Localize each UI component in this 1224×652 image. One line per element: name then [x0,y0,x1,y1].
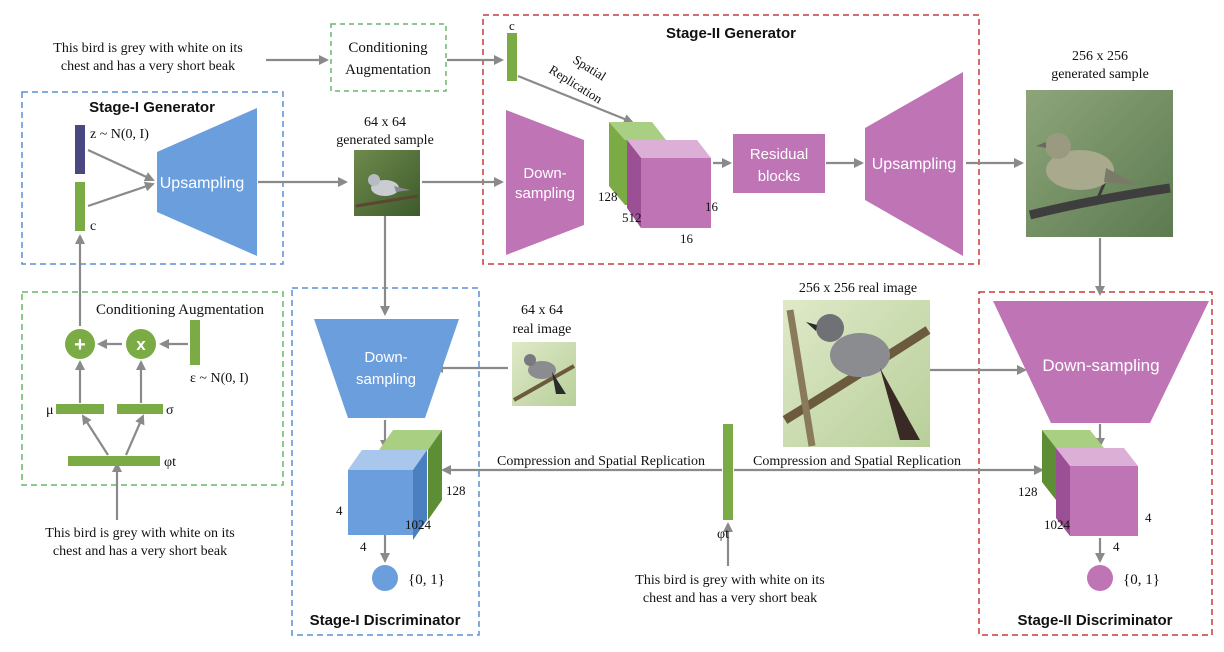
z-label: z ~ N(0, I) [90,127,149,142]
c2-vector-bar [507,33,517,81]
stage2-gen-downsampling-block [506,110,584,255]
plus-node [65,329,95,359]
stage2-disc-feature-cube [1042,430,1138,536]
caption-left-line2: chest and has a very short beak [53,544,227,559]
stage2-disc-downsampling-block [993,301,1209,423]
stage2-gen-downsampling-line1: Down- [523,165,566,182]
stage1-disc-downsampling-block [314,319,459,418]
caption-left-line1: This bird is grey with white on its [45,526,234,541]
gen256-caption-line1: 256 x 256 [1072,49,1128,64]
plus-symbol: + [74,334,86,356]
s2d-cube-dim-128: 128 [1018,484,1038,499]
c-label: c [90,219,96,234]
s2g-cube-dim-16-bottom: 16 [680,231,694,246]
s2g-cube-dim-16-side: 16 [705,199,719,214]
stage2-upsampling-block [865,72,963,256]
s2d-cube-dim-4-bottom: 4 [1113,539,1120,554]
stage1-output-node [372,565,398,591]
s2g-cube-dim-512: 512 [622,210,642,225]
gen64-bird-image [354,150,420,216]
residual-blocks-line2: blocks [758,168,801,185]
gen64-caption-line2: generated sample [336,133,434,148]
stage2-gen-downsampling-line2: sampling [515,185,575,202]
s1d-cube-dim-4-left: 4 [336,503,343,518]
caption-bottom-line2: chest and has a very short beak [643,591,817,606]
arrow-phi-to-mu [81,414,109,456]
times-symbol: x [136,335,146,354]
arrow-phi-to-sigma [124,414,145,456]
gen256-bird-image [1026,90,1173,237]
stage2-output-node [1087,565,1113,591]
caption-top-line2: chest and has a very short beak [61,59,235,74]
stage2-disc-downsampling-label: Down-sampling [1042,356,1159,375]
arrow-c2-to-cube [517,74,634,124]
stage2-generator-box [482,14,980,265]
epsilon-bar [190,320,200,365]
residual-blocks-line1: Residual [750,146,808,163]
stage1-generator-title: Stage-I Generator [89,99,215,116]
top-conditioning-augmentation-box [330,23,447,92]
mu-label: μ [46,403,54,418]
real256-caption: 256 x 256 real image [799,281,917,296]
s1d-cube-dim-1024: 1024 [405,517,432,532]
stage2-discriminator-title: Stage-II Discriminator [1017,612,1172,629]
stage1-upsampling-block [157,108,257,256]
c-vector-bar [75,182,85,231]
stage1-discriminator-title: Stage-I Discriminator [310,612,461,629]
sigma-bar [117,404,163,414]
arrow-c-to-upsampling [87,181,155,208]
stage2-generator-title: Stage-II Generator [666,25,796,42]
stage1-output-label: {0, 1} [408,572,445,588]
caption-top-line1: This bird is grey with white on its [53,41,242,56]
real64-caption-line1: 64 x 64 [521,303,563,318]
stage2-output-label: {0, 1} [1123,572,1160,588]
stage1-disc-downsampling-line1: Down- [364,349,407,366]
epsilon-label: ε ~ N(0, I) [190,371,249,386]
s1d-cube-dim-128: 128 [446,483,466,498]
s2d-cube-dim-4-side: 4 [1145,510,1152,525]
caption-bottom-line1: This bird is grey with white on its [635,573,824,588]
stage2-upsampling-label: Upsampling [872,156,956,173]
top-ca-label-line2: Augmentation [345,62,431,78]
s1d-cube-dim-4-bottom: 4 [360,539,367,554]
s2d-cube-dim-1024: 1024 [1044,517,1071,532]
phi-t-bottom-bar [723,424,733,520]
real64-caption-line2: real image [513,322,572,337]
stage2-gen-feature-cube [609,122,711,228]
phi-t-left-label: φt [164,455,176,470]
stage1-generator-box [21,91,284,265]
mu-bar [56,404,104,414]
residual-blocks [733,134,825,193]
c2-label: c [509,18,515,33]
gen64-caption-line1: 64 x 64 [364,115,406,130]
stage1-disc-feature-cube [348,430,442,540]
conditioning-augmentation-box [21,291,284,486]
left-ca-label: Conditioning Augmentation [96,302,264,318]
phi-t-left-bar [68,456,160,466]
compression-label-left: Compression and Spatial Replication [497,454,705,469]
times-node [126,329,156,359]
stage1-disc-downsampling-line2: sampling [356,371,416,388]
phi-t-bottom-label: φt [717,527,729,542]
top-ca-label-line1: Conditioning [348,40,428,56]
gen256-caption-line2: generated sample [1051,67,1149,82]
arrow-z-to-upsampling [87,149,155,182]
real64-bird-image [512,342,576,406]
compression-label-right: Compression and Spatial Replication [753,454,961,469]
s2g-cube-dim-128: 128 [598,189,618,204]
z-noise-bar [75,125,85,174]
real256-bird-image [782,300,931,447]
stage2-discriminator-box [978,291,1213,636]
sigma-label: σ [166,403,174,418]
stage1-upsampling-label: Upsampling [160,175,244,192]
